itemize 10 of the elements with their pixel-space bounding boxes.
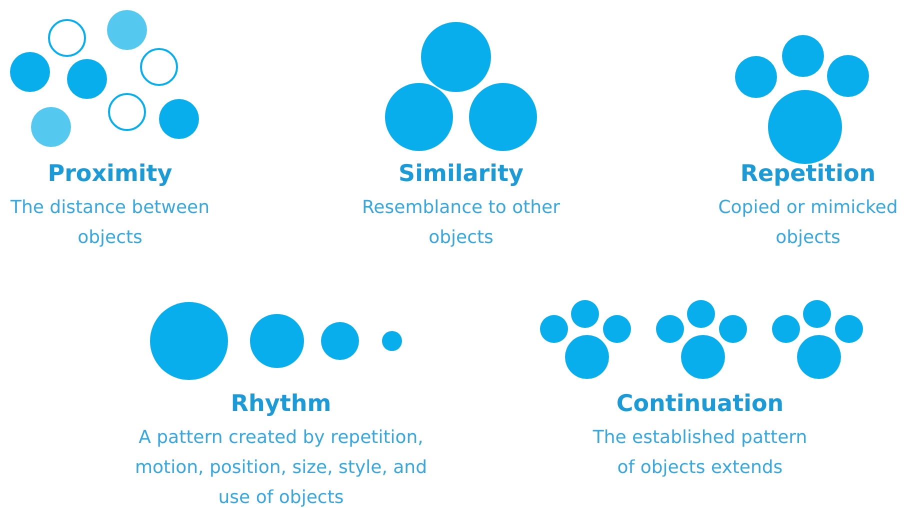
principle-title: Proximity	[48, 160, 172, 188]
principle-description: Copied or mimicked objects	[717, 196, 899, 250]
principle-title: Continuation	[616, 390, 784, 418]
principle-description: Resemblance to other objects	[360, 196, 562, 250]
principle-description: A pattern created by repetition, motion, position, size, style, and use of objects	[134, 426, 428, 508]
principle-title: Rhythm	[230, 390, 332, 418]
principle-description: The distance between objects	[9, 196, 211, 250]
principle-title: Repetition	[740, 160, 876, 188]
principle-description: The established pattern of objects extends	[592, 426, 808, 480]
principle-title: Similarity	[398, 160, 524, 188]
